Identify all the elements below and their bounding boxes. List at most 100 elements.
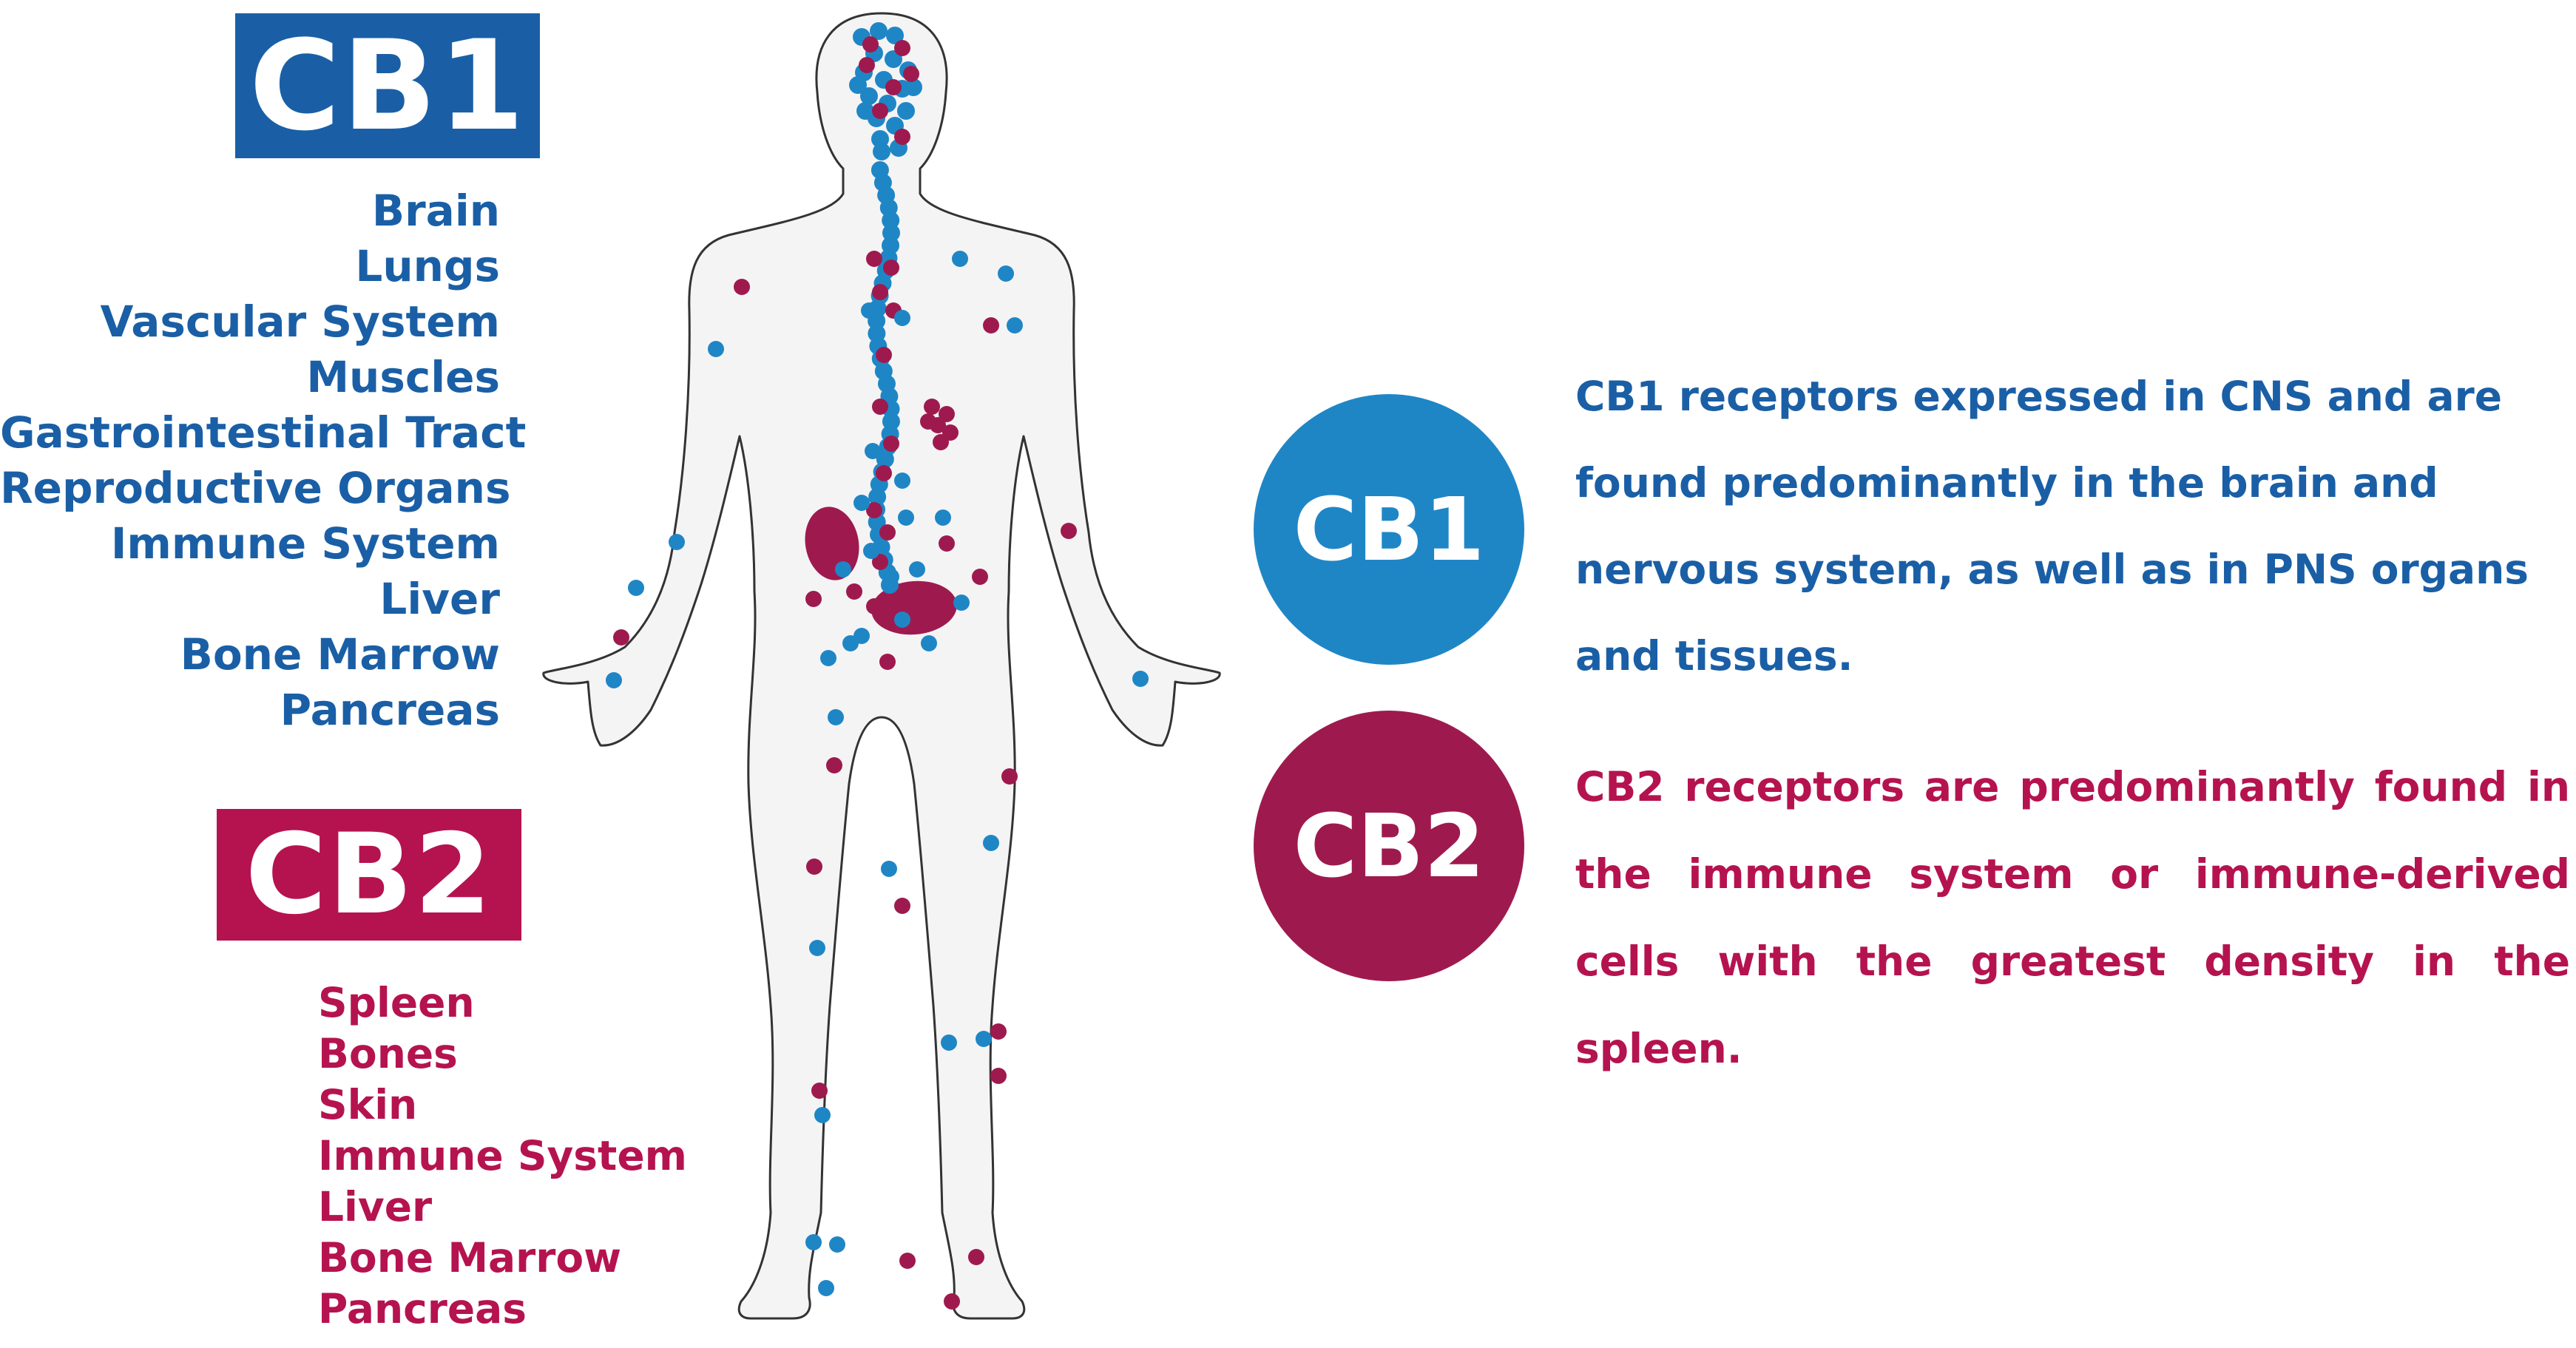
receptor-dot [924,399,940,415]
receptor-dot [826,757,842,773]
receptor-dot [811,1083,828,1099]
receptor-dot [953,595,970,611]
receptor-dot [899,1253,916,1269]
receptor-dot [883,260,899,276]
receptor-dot [859,57,875,73]
receptor-dot [866,502,882,518]
receptor-organ-blob [871,580,957,635]
receptor-dot [876,465,892,481]
receptor-dot [829,1236,845,1253]
receptor-dot [814,1107,831,1123]
receptor-dot [894,612,910,628]
human-body-illustration [542,12,1221,1320]
receptor-dot [939,406,955,422]
receptor-dot [856,102,874,120]
receptor-dot [866,251,882,267]
receptor-dot [886,27,904,44]
receptor-dot [669,534,685,550]
cb1-circle-badge: CB1 [1254,394,1524,665]
cb2-organ: Bone Marrow [318,1234,622,1281]
receptor-dot [898,509,914,526]
receptor-dot [933,434,949,450]
receptor-dot [805,591,822,607]
receptor-dot [866,598,882,614]
receptor-dot [861,302,877,319]
receptor-dot [606,672,622,688]
cb1-organ-list: Brain Lungs Vascular System Muscles Gast… [0,183,527,738]
cb1-organ: Vascular System [100,297,500,347]
receptor-dot [853,495,870,511]
receptor-dot [883,436,899,452]
receptor-dot [920,413,936,430]
receptor-dot [872,284,888,300]
receptor-dot [939,535,955,552]
cb1-description: CB1 receptors expressed in CNS and are f… [1575,373,2529,680]
cb2-title-box: CB2 [217,809,521,941]
receptor-dot [968,1249,984,1265]
cb2-organ: Bones [318,1030,458,1077]
cb2-organ: Liver [318,1183,433,1230]
receptor-dot [846,583,862,600]
receptor-dot [998,265,1014,282]
cb1-organ: Muscles [306,352,500,402]
receptor-dot [853,628,870,644]
cb1-organ: Gastrointestinal Tract [0,407,527,458]
receptor-dot [879,524,896,541]
receptor-dot [983,835,999,851]
receptor-dot [903,66,919,82]
cb1-organ: Bone Marrow [180,629,500,680]
cb1-title-box: CB1 [235,13,540,158]
cb1-organ: Pancreas [280,685,500,735]
receptor-dot [894,310,910,326]
receptor-dot [708,341,724,357]
receptor-dot [905,78,922,96]
receptor-dot [883,569,899,585]
cb2-organ: Immune System [318,1132,687,1179]
cb2-description: CB2 receptors are predominantly found in… [1575,763,2570,1072]
receptor-dot [897,102,915,120]
receptor-dot [1132,671,1149,687]
receptor-dot [909,561,925,578]
receptor-dot [835,561,851,578]
cb2-circle-label: CB2 [1293,795,1485,897]
cb2-organ: Skin [318,1081,418,1128]
receptor-dot [990,1068,1007,1084]
receptor-dot [876,347,892,363]
receptor-dot [860,87,878,105]
receptor-dot [882,211,900,229]
cb1-organ: Lungs [355,241,500,291]
receptor-dot [613,629,629,646]
receptor-dot [894,40,910,56]
receptor-dot [1061,523,1077,539]
receptor-dot [921,635,937,651]
receptor-dot [809,940,825,956]
cb1-organ: Liver [379,574,500,624]
receptor-dot [894,473,910,489]
cb1-organ: Immune System [110,518,500,569]
cb1-title: CB1 [249,13,527,158]
receptor-dot [865,443,881,459]
receptor-dot [734,279,750,295]
receptor-dot [935,509,951,526]
receptor-dot [881,861,897,877]
cb2-organ-list: Spleen Bones Skin Immune System Liver Bo… [318,978,732,1335]
cb1-organ: Reproductive Organs [0,463,511,513]
receptor-dot [818,1280,834,1296]
receptor-dot [863,543,879,559]
receptor-dot [976,1031,992,1047]
receptor-dot [952,251,968,267]
receptor-dot [972,569,988,585]
cb2-title: CB2 [245,810,493,939]
receptor-dot [870,22,888,40]
receptor-dot [806,858,822,875]
receptor-dot [894,129,910,145]
receptor-dot [873,143,890,160]
receptor-dot [885,79,902,95]
receptor-dot [990,1023,1007,1040]
cb1-organ: Brain [371,186,500,236]
receptor-dot [941,1034,957,1051]
receptor-dot [983,317,999,333]
cb1-circle-label: CB1 [1293,478,1485,580]
receptor-dot [894,898,910,914]
receptor-dot [628,580,644,596]
